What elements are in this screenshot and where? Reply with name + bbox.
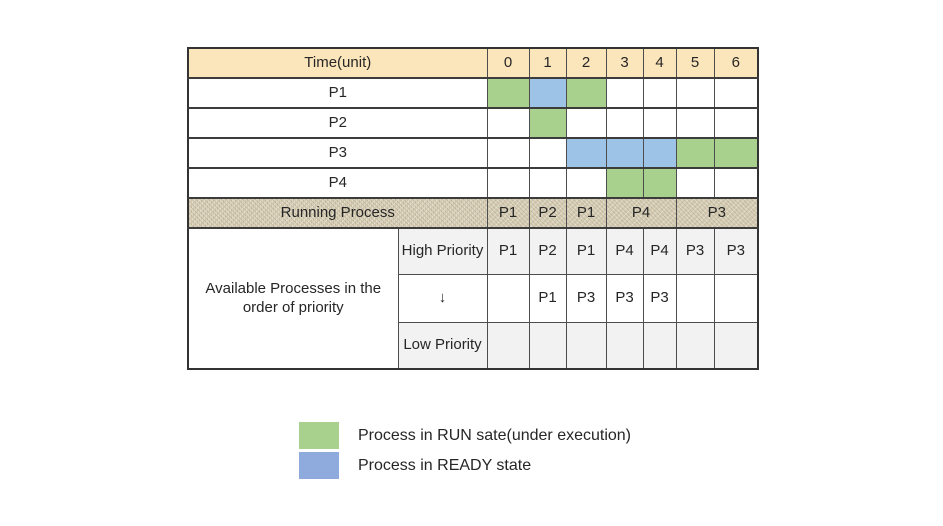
process-label-p4: P4 <box>187 167 488 199</box>
process-row-p3: P3 <box>187 137 759 169</box>
scheduling-table: Time(unit) 0 1 2 3 4 5 6 P1 <box>187 47 760 370</box>
mid-t0 <box>486 273 530 323</box>
legend-row-ready: Process in READY state <box>299 452 631 479</box>
cell-p1-t5 <box>675 77 715 109</box>
cell-p1-t0 <box>486 77 530 109</box>
cell-p4-t4 <box>642 167 677 199</box>
process-row-p1: P1 <box>187 77 759 109</box>
low-t5 <box>675 321 715 370</box>
tick-5: 5 <box>675 47 715 79</box>
cell-p2-t0 <box>486 107 530 139</box>
running-t0: P1 <box>486 197 530 229</box>
mid-t1: P1 <box>528 273 567 323</box>
cell-p1-t4 <box>642 77 677 109</box>
tick-6: 6 <box>713 47 759 79</box>
legend: Process in RUN sate(under execution) Pro… <box>299 422 631 482</box>
running-t1: P2 <box>528 197 567 229</box>
cell-p3-t2 <box>565 137 607 169</box>
low-priority-row: Low Priority <box>188 321 759 370</box>
mid-t2: P3 <box>565 273 607 323</box>
legend-row-run: Process in RUN sate(under execution) <box>299 422 631 449</box>
tick-2: 2 <box>565 47 607 79</box>
process-row-p4: P4 <box>187 167 759 199</box>
cell-p3-t6 <box>713 137 759 169</box>
running-t3-t4: P4 <box>605 197 677 229</box>
cell-p2-t4 <box>642 107 677 139</box>
mid-t3: P3 <box>605 273 644 323</box>
tick-3: 3 <box>605 47 644 79</box>
cell-p2-t5 <box>675 107 715 139</box>
process-label-p2: P2 <box>187 107 488 139</box>
cell-p4-t3 <box>605 167 644 199</box>
down-arrow-icon: ↓ <box>397 273 488 323</box>
header-row: Time(unit) 0 1 2 3 4 5 6 <box>187 47 759 79</box>
cell-p4-t1 <box>528 167 567 199</box>
low-t1 <box>528 321 567 370</box>
run-state-swatch <box>299 422 339 449</box>
low-t4 <box>642 321 677 370</box>
cell-p3-t0 <box>486 137 530 169</box>
high-priority-label: High Priority <box>397 227 488 275</box>
high-t3: P4 <box>605 227 644 275</box>
cell-p1-t3 <box>605 77 644 109</box>
cell-p4-t0 <box>486 167 530 199</box>
cell-p3-t3 <box>605 137 644 169</box>
run-state-label: Process in RUN sate(under execution) <box>358 426 632 444</box>
ready-state-label: Process in READY state <box>358 456 532 474</box>
cell-p1-t6 <box>713 77 759 109</box>
cell-p4-t6 <box>713 167 759 199</box>
high-t5: P3 <box>675 227 715 275</box>
cell-p2-t2 <box>565 107 607 139</box>
cell-p3-t4 <box>642 137 677 169</box>
process-label-p1: P1 <box>187 77 488 109</box>
high-t4: P4 <box>642 227 677 275</box>
cell-p2-t3 <box>605 107 644 139</box>
time-unit-header: Time(unit) <box>187 47 488 79</box>
tick-0: 0 <box>486 47 530 79</box>
tick-4: 4 <box>642 47 677 79</box>
high-t2: P1 <box>565 227 607 275</box>
cell-p2-t6 <box>713 107 759 139</box>
cell-p2-t1 <box>528 107 567 139</box>
mid-t6 <box>713 273 759 323</box>
high-t0: P1 <box>486 227 530 275</box>
low-t3 <box>605 321 644 370</box>
process-row-p2: P2 <box>187 107 759 139</box>
low-priority-label: Low Priority <box>397 321 488 370</box>
running-t5-t6: P3 <box>675 197 759 229</box>
high-t6: P3 <box>713 227 759 275</box>
low-t0 <box>486 321 530 370</box>
cell-p4-t5 <box>675 167 715 199</box>
high-priority-row: Available Processes in the order of prio… <box>187 227 759 370</box>
ready-state-swatch <box>299 452 339 479</box>
priority-order-row: ↓ P1 P3 P3 P3 <box>188 273 759 323</box>
cell-p1-t2 <box>565 77 607 109</box>
process-label-p3: P3 <box>187 137 488 169</box>
running-process-row: Running Process P1 P2 P1 P4 P3 <box>187 197 759 229</box>
cell-p3-t5 <box>675 137 715 169</box>
low-t6 <box>713 321 759 370</box>
mid-t5 <box>675 273 715 323</box>
mid-t4: P3 <box>642 273 677 323</box>
cell-p4-t2 <box>565 167 607 199</box>
scheduling-table-wrap: Time(unit) 0 1 2 3 4 5 6 P1 <box>187 47 760 370</box>
running-t2: P1 <box>565 197 607 229</box>
low-t2 <box>565 321 607 370</box>
tick-1: 1 <box>528 47 567 79</box>
cell-p3-t1 <box>528 137 567 169</box>
available-processes-label: Available Processes in the order of prio… <box>187 227 399 370</box>
high-t1: P2 <box>528 227 567 275</box>
running-process-label: Running Process <box>187 197 488 229</box>
cell-p1-t1 <box>528 77 567 109</box>
